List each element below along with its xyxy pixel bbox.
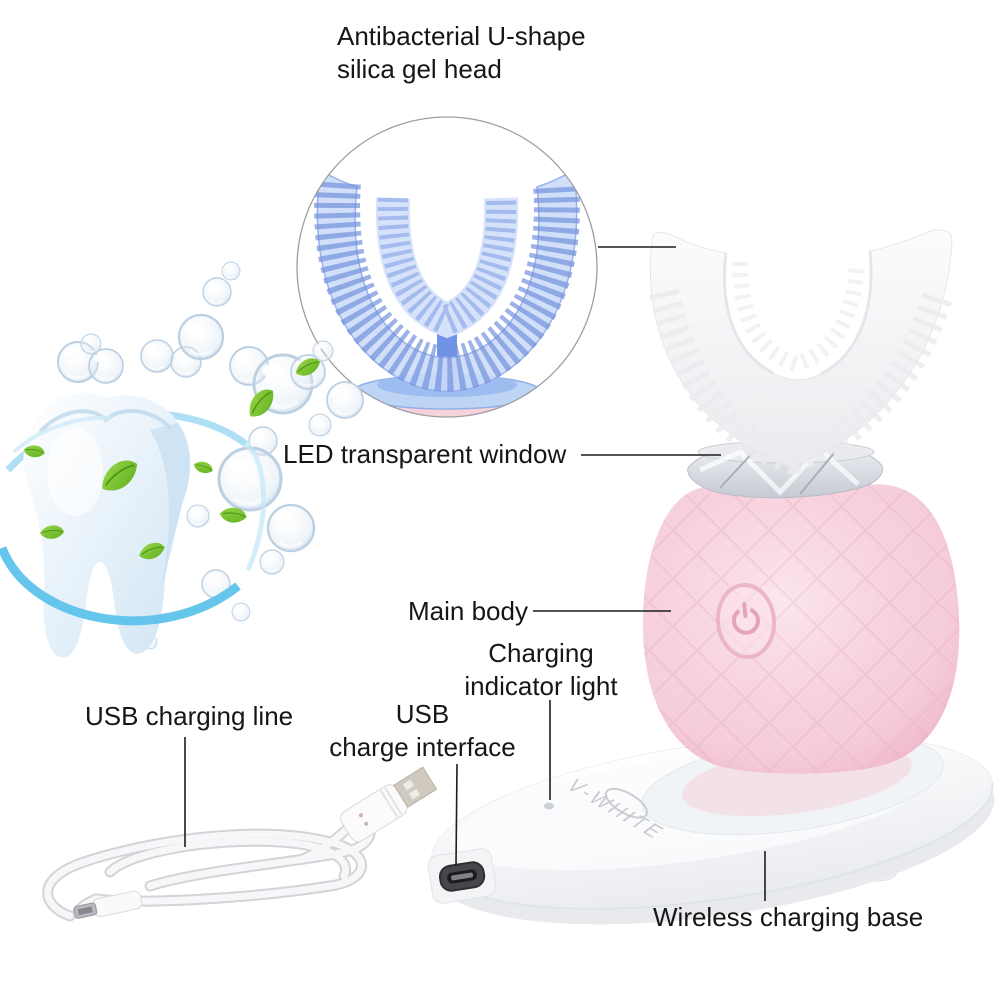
- micro-usb-connector: [73, 890, 143, 919]
- tooth-illustration: [0, 392, 266, 658]
- leader-lines: [184, 246, 766, 901]
- toothbrush-head: [649, 229, 953, 475]
- usb-charge-port: [427, 848, 497, 904]
- charging-indicator-light: [544, 802, 554, 810]
- usb-charging-line-label: USB charging line: [85, 701, 294, 731]
- inset-border: [296, 116, 598, 418]
- usb-charge-interface-label: USB charge interface: [329, 699, 516, 762]
- power-button[interactable]: [714, 582, 777, 659]
- swoosh-front: [0, 546, 241, 626]
- leader-line-usb-interface: [455, 763, 458, 867]
- usb-cable: [42, 766, 438, 922]
- power-icon: [732, 602, 760, 635]
- wireless-charging-base-label: Wireless charging base: [653, 902, 924, 932]
- led-window-label: LED transparent window: [283, 439, 567, 469]
- charging-indicator-label: Charging indicator light: [464, 638, 618, 701]
- head-label: Antibacterial U-shape silica gel head: [337, 21, 586, 84]
- usb-a-connector: [340, 766, 438, 843]
- main-body-label: Main body: [408, 596, 528, 626]
- main-body-device: [642, 484, 960, 774]
